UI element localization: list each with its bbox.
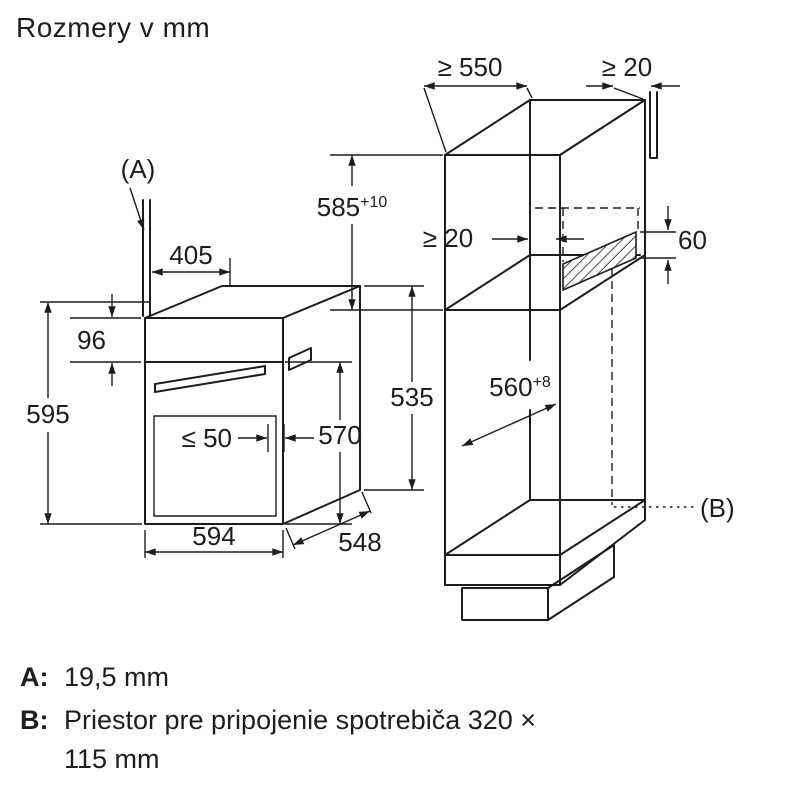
cabinet-plinth: [461, 544, 615, 621]
dim-label-595: 595: [26, 399, 69, 429]
dim-label-548: 548: [338, 527, 381, 557]
dim-label-96: 96: [77, 325, 106, 355]
oven-frame-edge-lines: [142, 199, 151, 317]
note-b-key: B:: [20, 705, 49, 736]
oven-handle: [154, 365, 266, 393]
note-a-key: A:: [20, 662, 49, 692]
note-b-text-line1: Priestor pre pripojenie spotrebiča 320 ×: [64, 705, 537, 736]
dim-label-20-top: ≥ 20: [602, 52, 652, 82]
oven-right-face: [282, 285, 361, 525]
dim-label-535: 535: [390, 382, 433, 412]
oven-drawing: (A) 405 96 595 ≤ 50 570: [26, 154, 434, 558]
dim-label-560: 560+8: [489, 372, 551, 402]
page-title: Rozmery v mm: [16, 12, 211, 43]
dim-label-20-inner: ≥ 20: [423, 223, 473, 253]
cabinet-drawing: ≥ 550 ≥ 20 585+10 ≥ 20 60 560+8: [317, 52, 735, 621]
note-a-text: 19,5 mm: [64, 662, 170, 692]
dim-label-50: ≤ 50: [182, 423, 232, 453]
note-b-text-line2: 115 mm: [64, 744, 160, 775]
adjacent-wall-lines: [649, 91, 658, 159]
dim-label-570: 570: [318, 420, 361, 450]
cabinet-front-frame: [444, 154, 561, 586]
cabinet-hidden-lines: [535, 207, 640, 505]
dim-label-405: 405: [169, 240, 212, 270]
cabinet-body: [444, 91, 658, 621]
dim-label-594: 594: [192, 521, 235, 551]
note-b: B: Priestor pre pripojenie spotrebiča 32…: [20, 701, 778, 779]
cabinet-dimensions: ≥ 550 ≥ 20 585+10 ≥ 20 60 560+8: [317, 52, 735, 523]
oven-front-face: [144, 317, 284, 525]
note-a: A: 19,5 mm: [20, 658, 778, 697]
dim-label-585: 585+10: [317, 192, 388, 222]
label-a: (A): [121, 154, 156, 184]
dim-label-60: 60: [678, 225, 707, 255]
label-b: (B): [700, 493, 735, 523]
cabinet-bottom-shelf: [444, 499, 646, 556]
cabinet-right-face: [559, 99, 646, 586]
label-a-leader-arrow: [129, 187, 145, 231]
notes: A: 19,5 mm B: Priestor pre pripojenie sp…: [20, 658, 778, 783]
cabinet-niche-shelf: [444, 254, 646, 311]
dim-label-550: ≥ 550: [438, 52, 503, 82]
oven-door-glass: [153, 415, 277, 517]
vent-hatch-area: [562, 230, 637, 292]
oven-dimensions: (A) 405 96 595 ≤ 50 570: [26, 154, 434, 558]
oven-body: [142, 199, 361, 525]
